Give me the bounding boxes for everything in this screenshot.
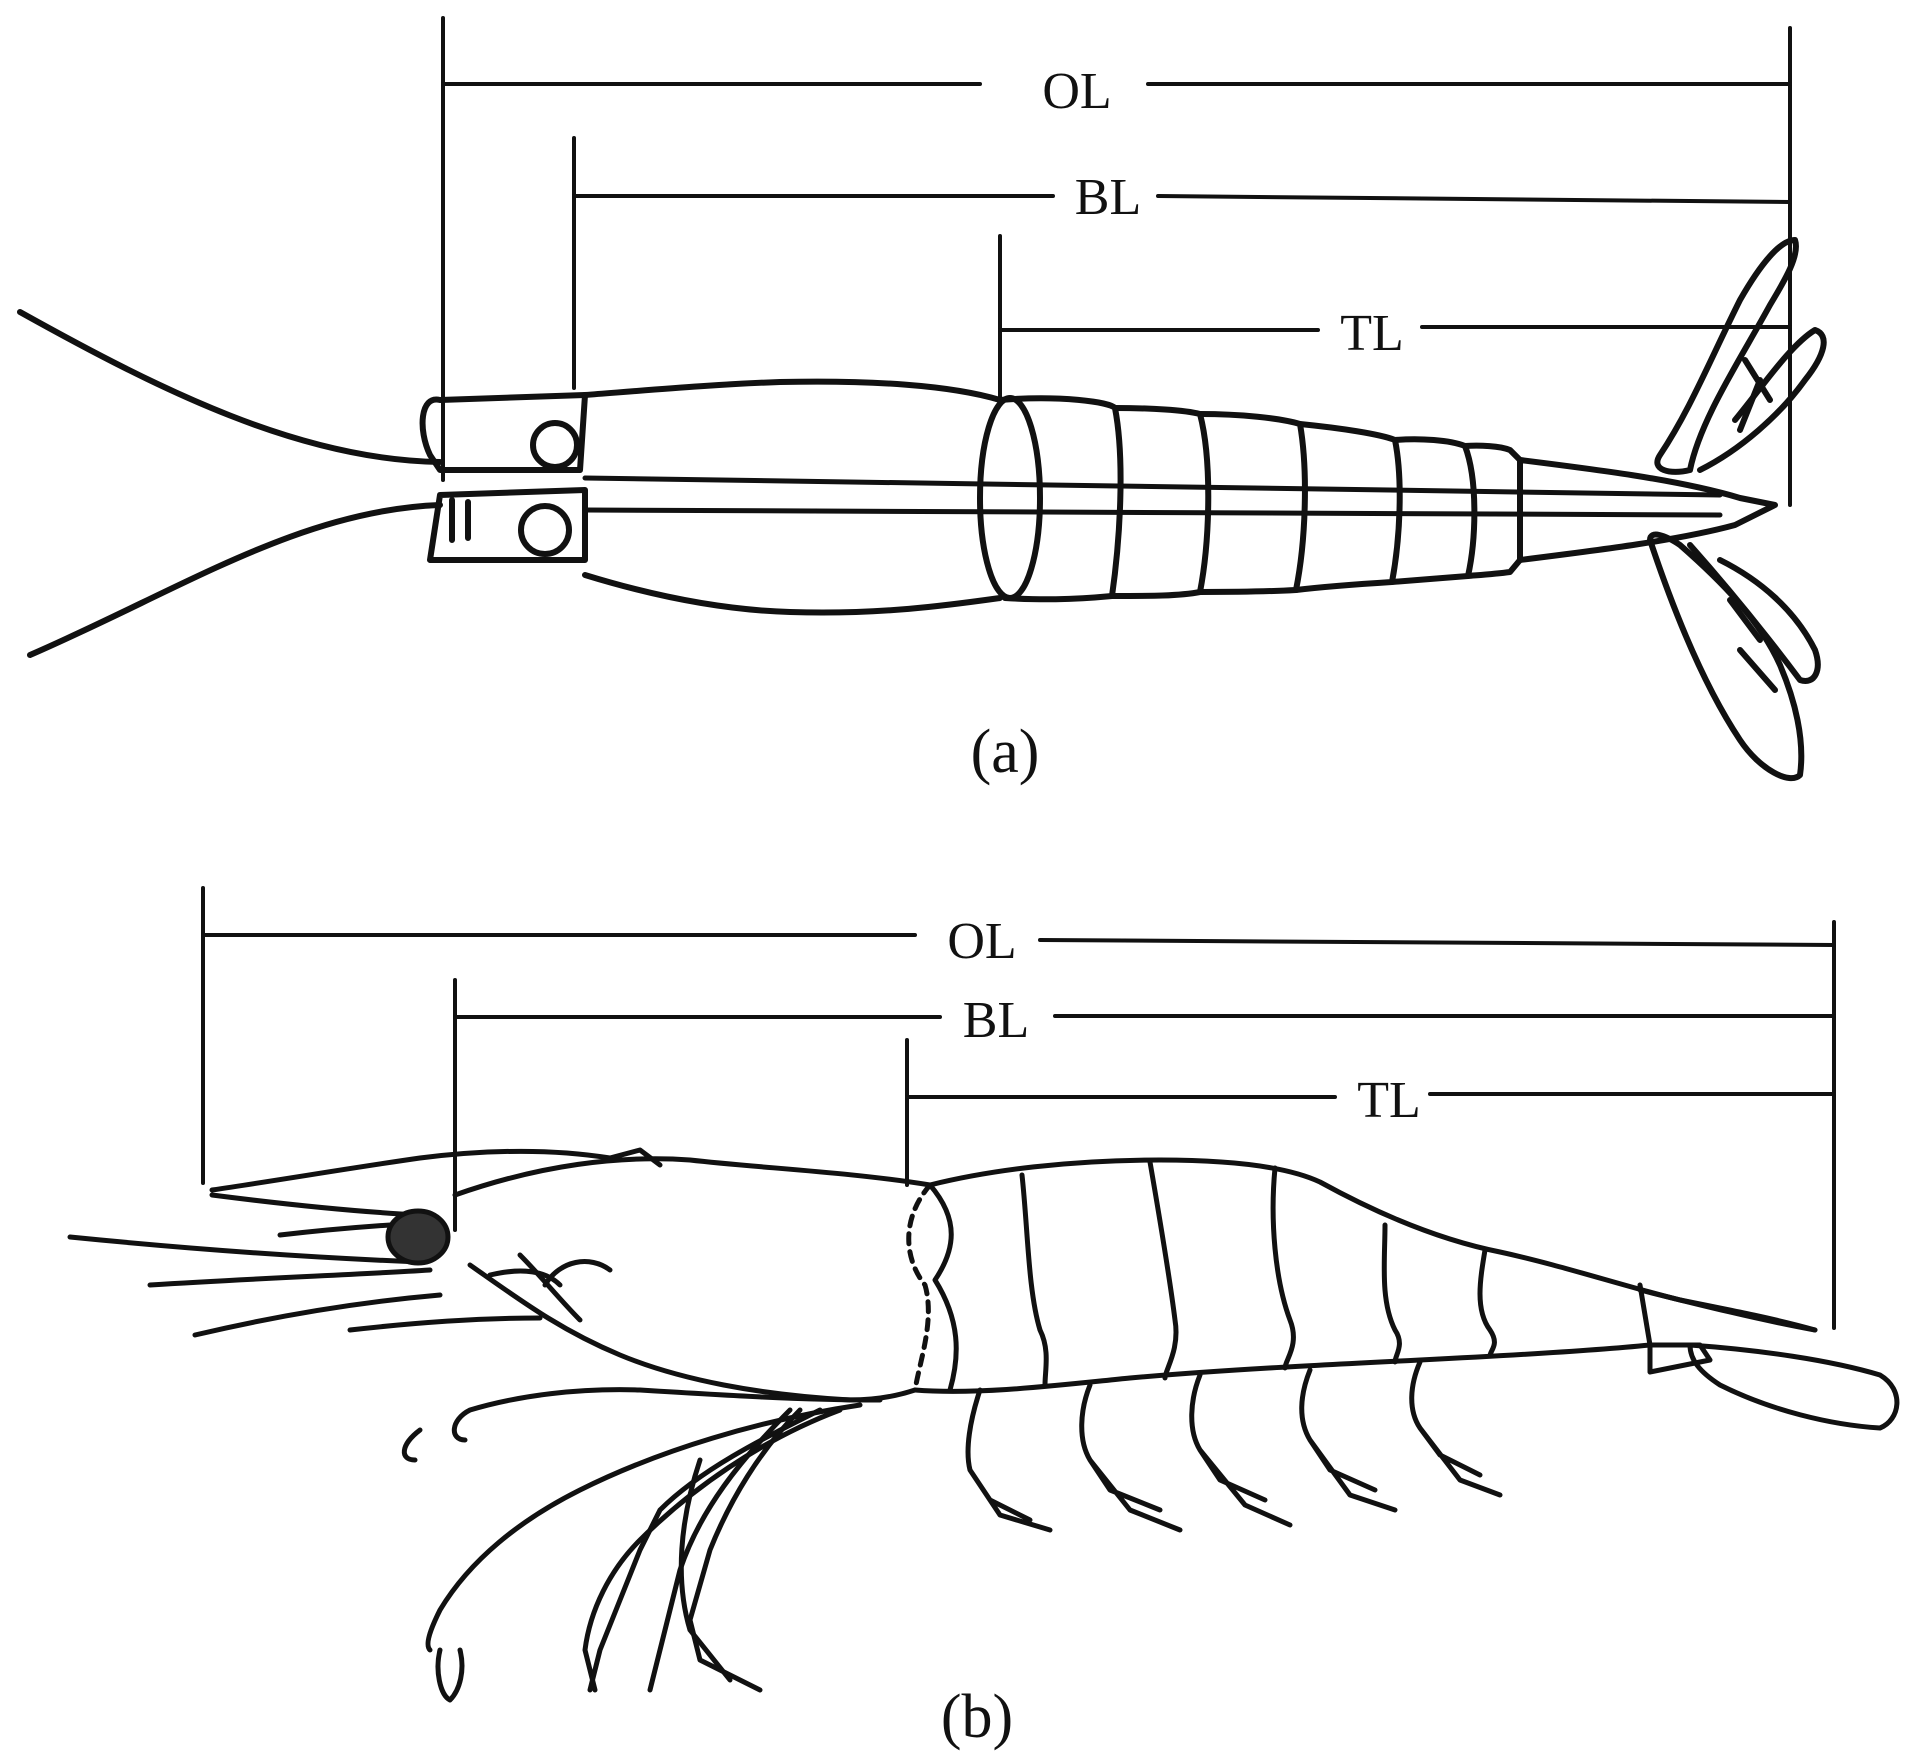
panel-b-caption: (b) [941, 1683, 1013, 1751]
panel-a: OL BL TL [17, 16, 1827, 786]
panel-b-tl-label: TL [1357, 1072, 1421, 1129]
panel-b-shrimp-lateral-drawing [67, 1147, 1900, 1703]
panel-a-bl-label: BL [1075, 169, 1141, 226]
panel-b: OL BL TL [67, 886, 1900, 1751]
panel-a-ol-label: OL [1042, 63, 1111, 120]
panel-a-tl-label: TL [1340, 305, 1404, 362]
panel-b-dimension-lines [201, 886, 1836, 1330]
panel-b-ol-label: OL [947, 913, 1016, 970]
panel-a-caption: (a) [971, 718, 1040, 786]
panel-a-shrimp-dorsal-drawing [17, 237, 1827, 782]
panel-b-bl-label: BL [963, 992, 1029, 1049]
